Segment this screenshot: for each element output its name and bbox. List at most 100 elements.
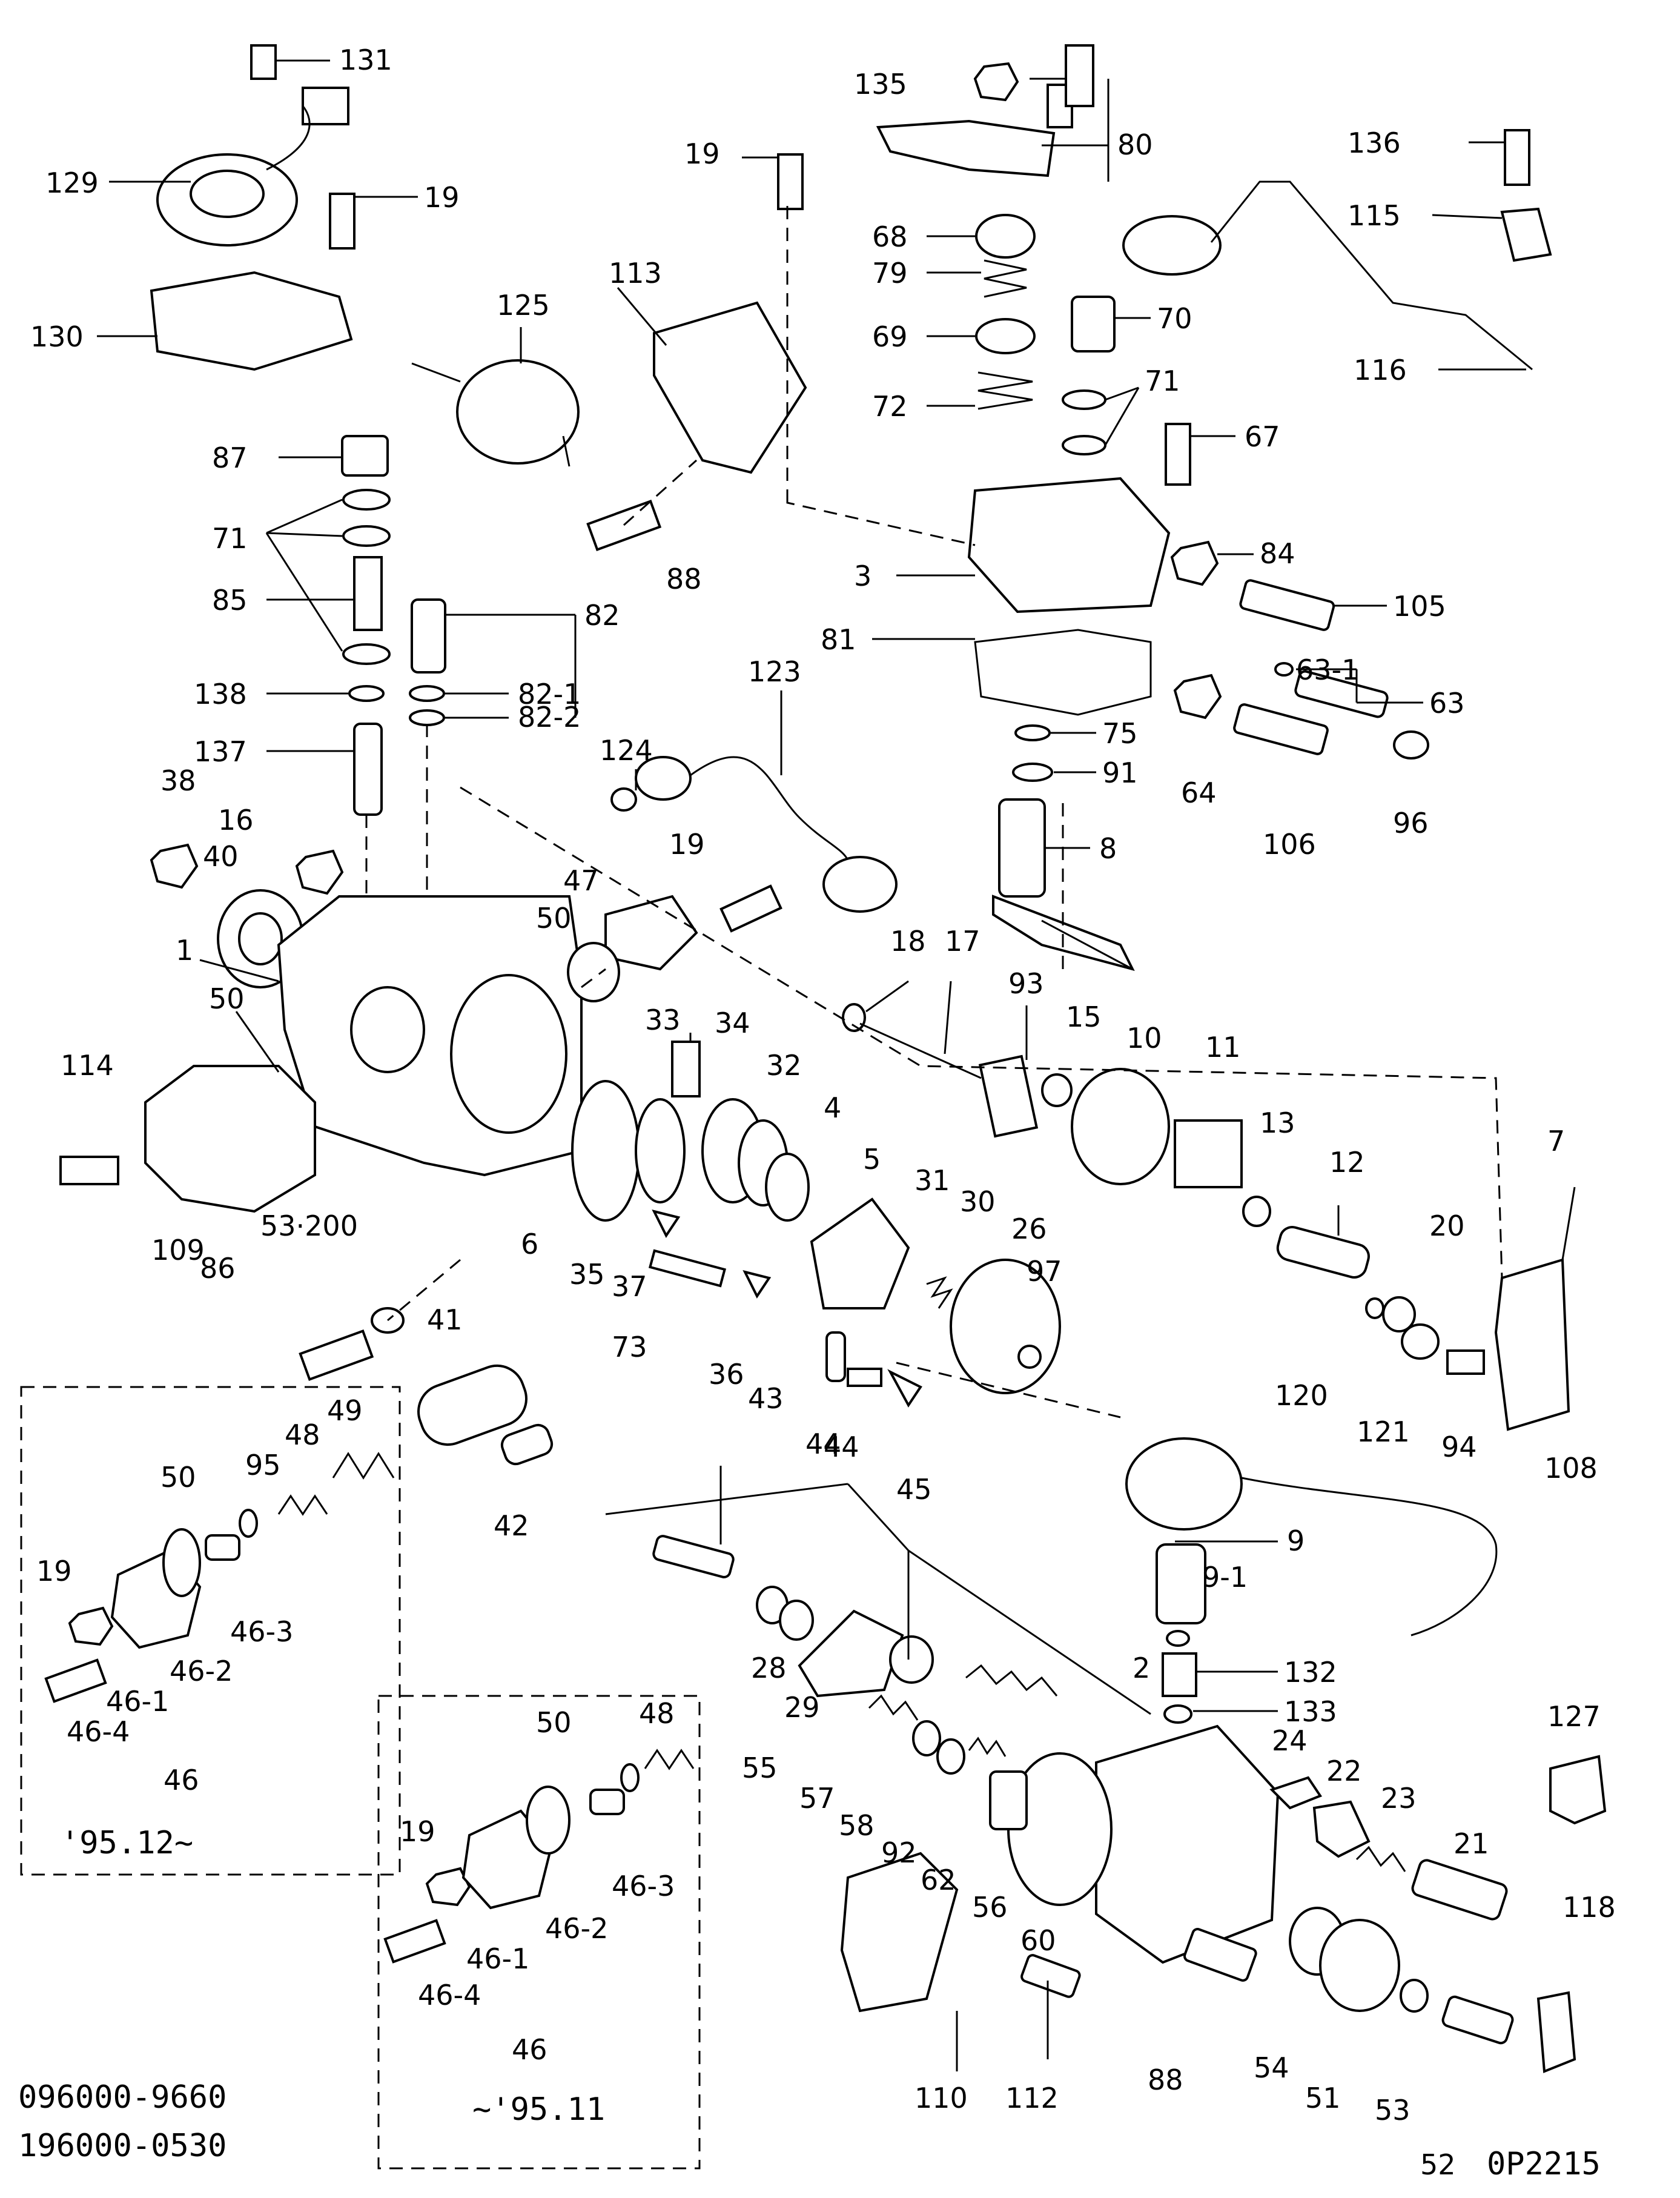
screw-80-shape: [1065, 44, 1094, 107]
spring-23-shape: [1355, 1845, 1406, 1872]
cap-96-shape: [1393, 730, 1429, 760]
callout-34: 34: [715, 1007, 750, 1039]
valve-56-shape: [989, 1770, 1028, 1830]
drawing-code: 0P2215: [1487, 2146, 1601, 2182]
callout-55: 55: [742, 1752, 778, 1784]
callout-8: 8: [1099, 832, 1117, 865]
pin-12-shape: [1276, 1226, 1370, 1279]
bolt-106-shape: [1233, 703, 1329, 755]
screw-19a-shape: [329, 193, 356, 250]
callout-41: 41: [427, 1303, 463, 1336]
nut-46-4a-shape: [68, 1606, 114, 1646]
spring-62-shape: [968, 1736, 1007, 1757]
callout-24: 24: [1272, 1724, 1308, 1757]
washer-71-1-shape: [342, 489, 391, 511]
key-37-shape: [652, 1210, 681, 1238]
callout-121: 121: [1357, 1415, 1410, 1448]
callout-2: 2: [1133, 1652, 1150, 1684]
screw-136-shape: [1504, 129, 1530, 186]
bolt-86-shape: [299, 1329, 374, 1381]
callout-29: 29: [784, 1691, 820, 1724]
callout-5: 5: [863, 1143, 881, 1176]
washer-53-shape: [1400, 1979, 1429, 2013]
screw-67-shape: [1165, 423, 1191, 486]
callout-16: 16: [218, 804, 254, 836]
plug-51-shape: [1319, 1919, 1400, 2012]
spring-48b-shape: [644, 1749, 695, 1770]
callout-71: 71: [212, 522, 248, 555]
callout-40: 40: [203, 840, 239, 873]
callout-112: 112: [1005, 2082, 1059, 2114]
callout-87: 87: [212, 442, 248, 474]
spring-row-shape: [965, 1664, 1058, 1696]
washer-58-shape: [912, 1720, 941, 1756]
clip-118-shape: [1536, 1991, 1576, 2073]
callout-35: 35: [569, 1258, 605, 1291]
pin-43-shape: [825, 1331, 846, 1382]
callout-6: 6: [521, 1228, 538, 1260]
oring-82-1-shape: [409, 685, 445, 702]
callout-82: 82: [584, 599, 620, 632]
callout-46-2: 46-2: [545, 1912, 608, 1945]
callout-88: 88: [1148, 2064, 1183, 2096]
nut-132-shape: [1162, 1652, 1197, 1697]
washer-71-2-shape: [342, 525, 391, 547]
variant-old-label: ~'95.11: [472, 2091, 605, 2128]
nut-135-shape: [973, 62, 1019, 102]
callout-75: 75: [1102, 717, 1138, 750]
solenoid-9-body: [1125, 1437, 1243, 1531]
callout-53-200: 53·200: [260, 1210, 358, 1242]
callout-52: 52: [1420, 2148, 1456, 2181]
callout-82-2: 82-2: [518, 701, 581, 733]
callout-28: 28: [751, 1652, 787, 1684]
nut-64-shape: [1173, 674, 1222, 720]
callout-124: 124: [600, 734, 653, 767]
spring-57-shape: [868, 1694, 919, 1721]
cam-5-shape: [810, 1197, 910, 1309]
callout-46-4: 46-4: [418, 1979, 481, 2011]
part-number-1: 096000-9660: [18, 2079, 227, 2116]
callout-108: 108: [1544, 1452, 1598, 1485]
callout-53: 53: [1375, 2094, 1410, 2127]
oring-138-shape: [348, 685, 385, 702]
valve-46-2a-shape: [205, 1534, 240, 1561]
callout-73: 73: [612, 1331, 647, 1363]
callout-19: 19: [36, 1555, 72, 1587]
housing-1-bore: [450, 974, 567, 1134]
screw-94-shape: [1446, 1349, 1485, 1375]
callout-109: 109: [151, 1234, 205, 1266]
spring-79-shape: [984, 259, 1027, 298]
lever-8-spring: [1041, 919, 1133, 970]
bolt-112-shape: [1020, 1954, 1081, 1998]
spring-72-shape: [977, 371, 1033, 410]
callout-49: 49: [327, 1394, 363, 1427]
dash-housing-bracket7: [460, 786, 1503, 1279]
callout-1: 1: [176, 934, 193, 967]
ball-97-shape: [1017, 1345, 1042, 1369]
callout-46-3: 46-3: [230, 1615, 293, 1648]
callout-62: 62: [921, 1864, 956, 1896]
oring-9-1-shape: [1166, 1630, 1190, 1647]
sensor-129-lens: [190, 170, 265, 218]
callout-91: 91: [1102, 756, 1138, 789]
callout-95: 95: [245, 1449, 281, 1481]
callout-19: 19: [400, 1815, 435, 1848]
callout-21: 21: [1453, 1827, 1489, 1860]
washer-29-shape: [779, 1600, 814, 1641]
seat-69-shape: [975, 318, 1036, 354]
plate-6-shape: [571, 1080, 640, 1222]
callout-46-1: 46-1: [106, 1685, 169, 1718]
callout-92: 92: [881, 1836, 917, 1869]
lever-116-eye: [1122, 215, 1222, 276]
fitting-88b-shape: [1183, 1928, 1257, 1982]
callout-115: 115: [1348, 199, 1401, 232]
callout-63-1: 63-1: [1296, 654, 1359, 686]
callout-labels: 131 129 19 130 125 87 71 85 82 82-1 82-2…: [18, 44, 1616, 2182]
washer-15-shape: [1041, 1073, 1073, 1107]
callout-56: 56: [972, 1891, 1008, 1924]
callout-51: 51: [1305, 2082, 1341, 2114]
callout-125: 125: [497, 289, 550, 322]
actuator-125-stem: [562, 435, 570, 467]
callout-46-4: 46-4: [67, 1715, 130, 1748]
